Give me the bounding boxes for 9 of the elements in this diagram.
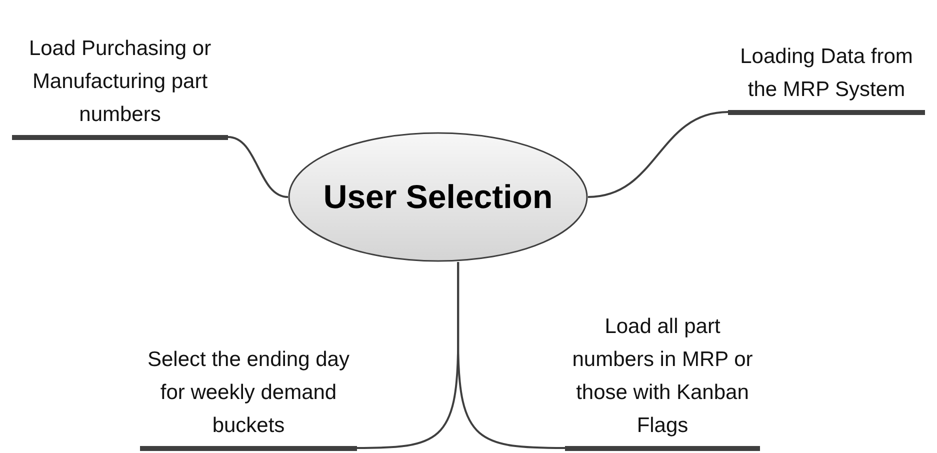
branch-connector [457, 262, 565, 449]
subtopic-label: Select the ending day for weekly demand buckets [146, 347, 350, 439]
subtopic-label: Load all part numbers in MRP or those with Kanban Flags [571, 314, 754, 439]
subtopic-label: Loading Data from the MRP System [739, 44, 914, 103]
central-topic-label: User Selection [323, 178, 553, 216]
branch-connector [588, 111, 728, 198]
central-topic-ellipse [288, 132, 588, 262]
branch-connector [228, 136, 288, 198]
subtopic-label: Load Purchasing or Manufacturing part numbers [28, 36, 212, 128]
